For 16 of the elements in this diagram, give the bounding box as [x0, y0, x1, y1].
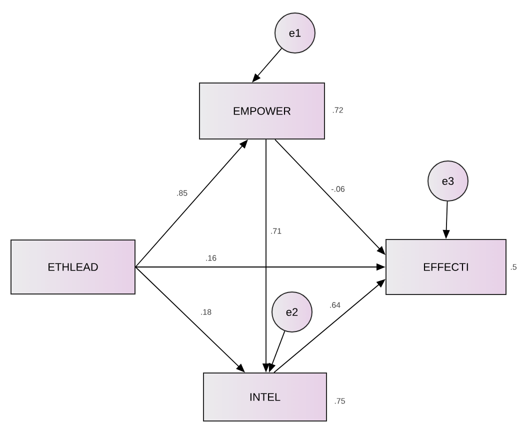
- edge-label: .71: [271, 228, 282, 234]
- arrow: [274, 139, 386, 255]
- arrow: [135, 266, 245, 372]
- value-label: .75: [334, 398, 345, 404]
- variable-box: INTEL: [203, 372, 327, 422]
- edge-label: .16: [206, 255, 216, 261]
- variable-box: ETHLEAD: [10, 240, 136, 294]
- variable-box: EFFECTI: [386, 239, 506, 295]
- edge-label: .18: [201, 309, 212, 315]
- arrow: [135, 140, 248, 268]
- value-label: .5: [510, 264, 517, 270]
- value-label: .72: [332, 107, 343, 113]
- variable-box: EMPOWER: [199, 82, 325, 140]
- edge-label: .85: [177, 190, 188, 196]
- edge-label: .64: [330, 302, 340, 308]
- edge-label: -.06: [331, 186, 345, 192]
